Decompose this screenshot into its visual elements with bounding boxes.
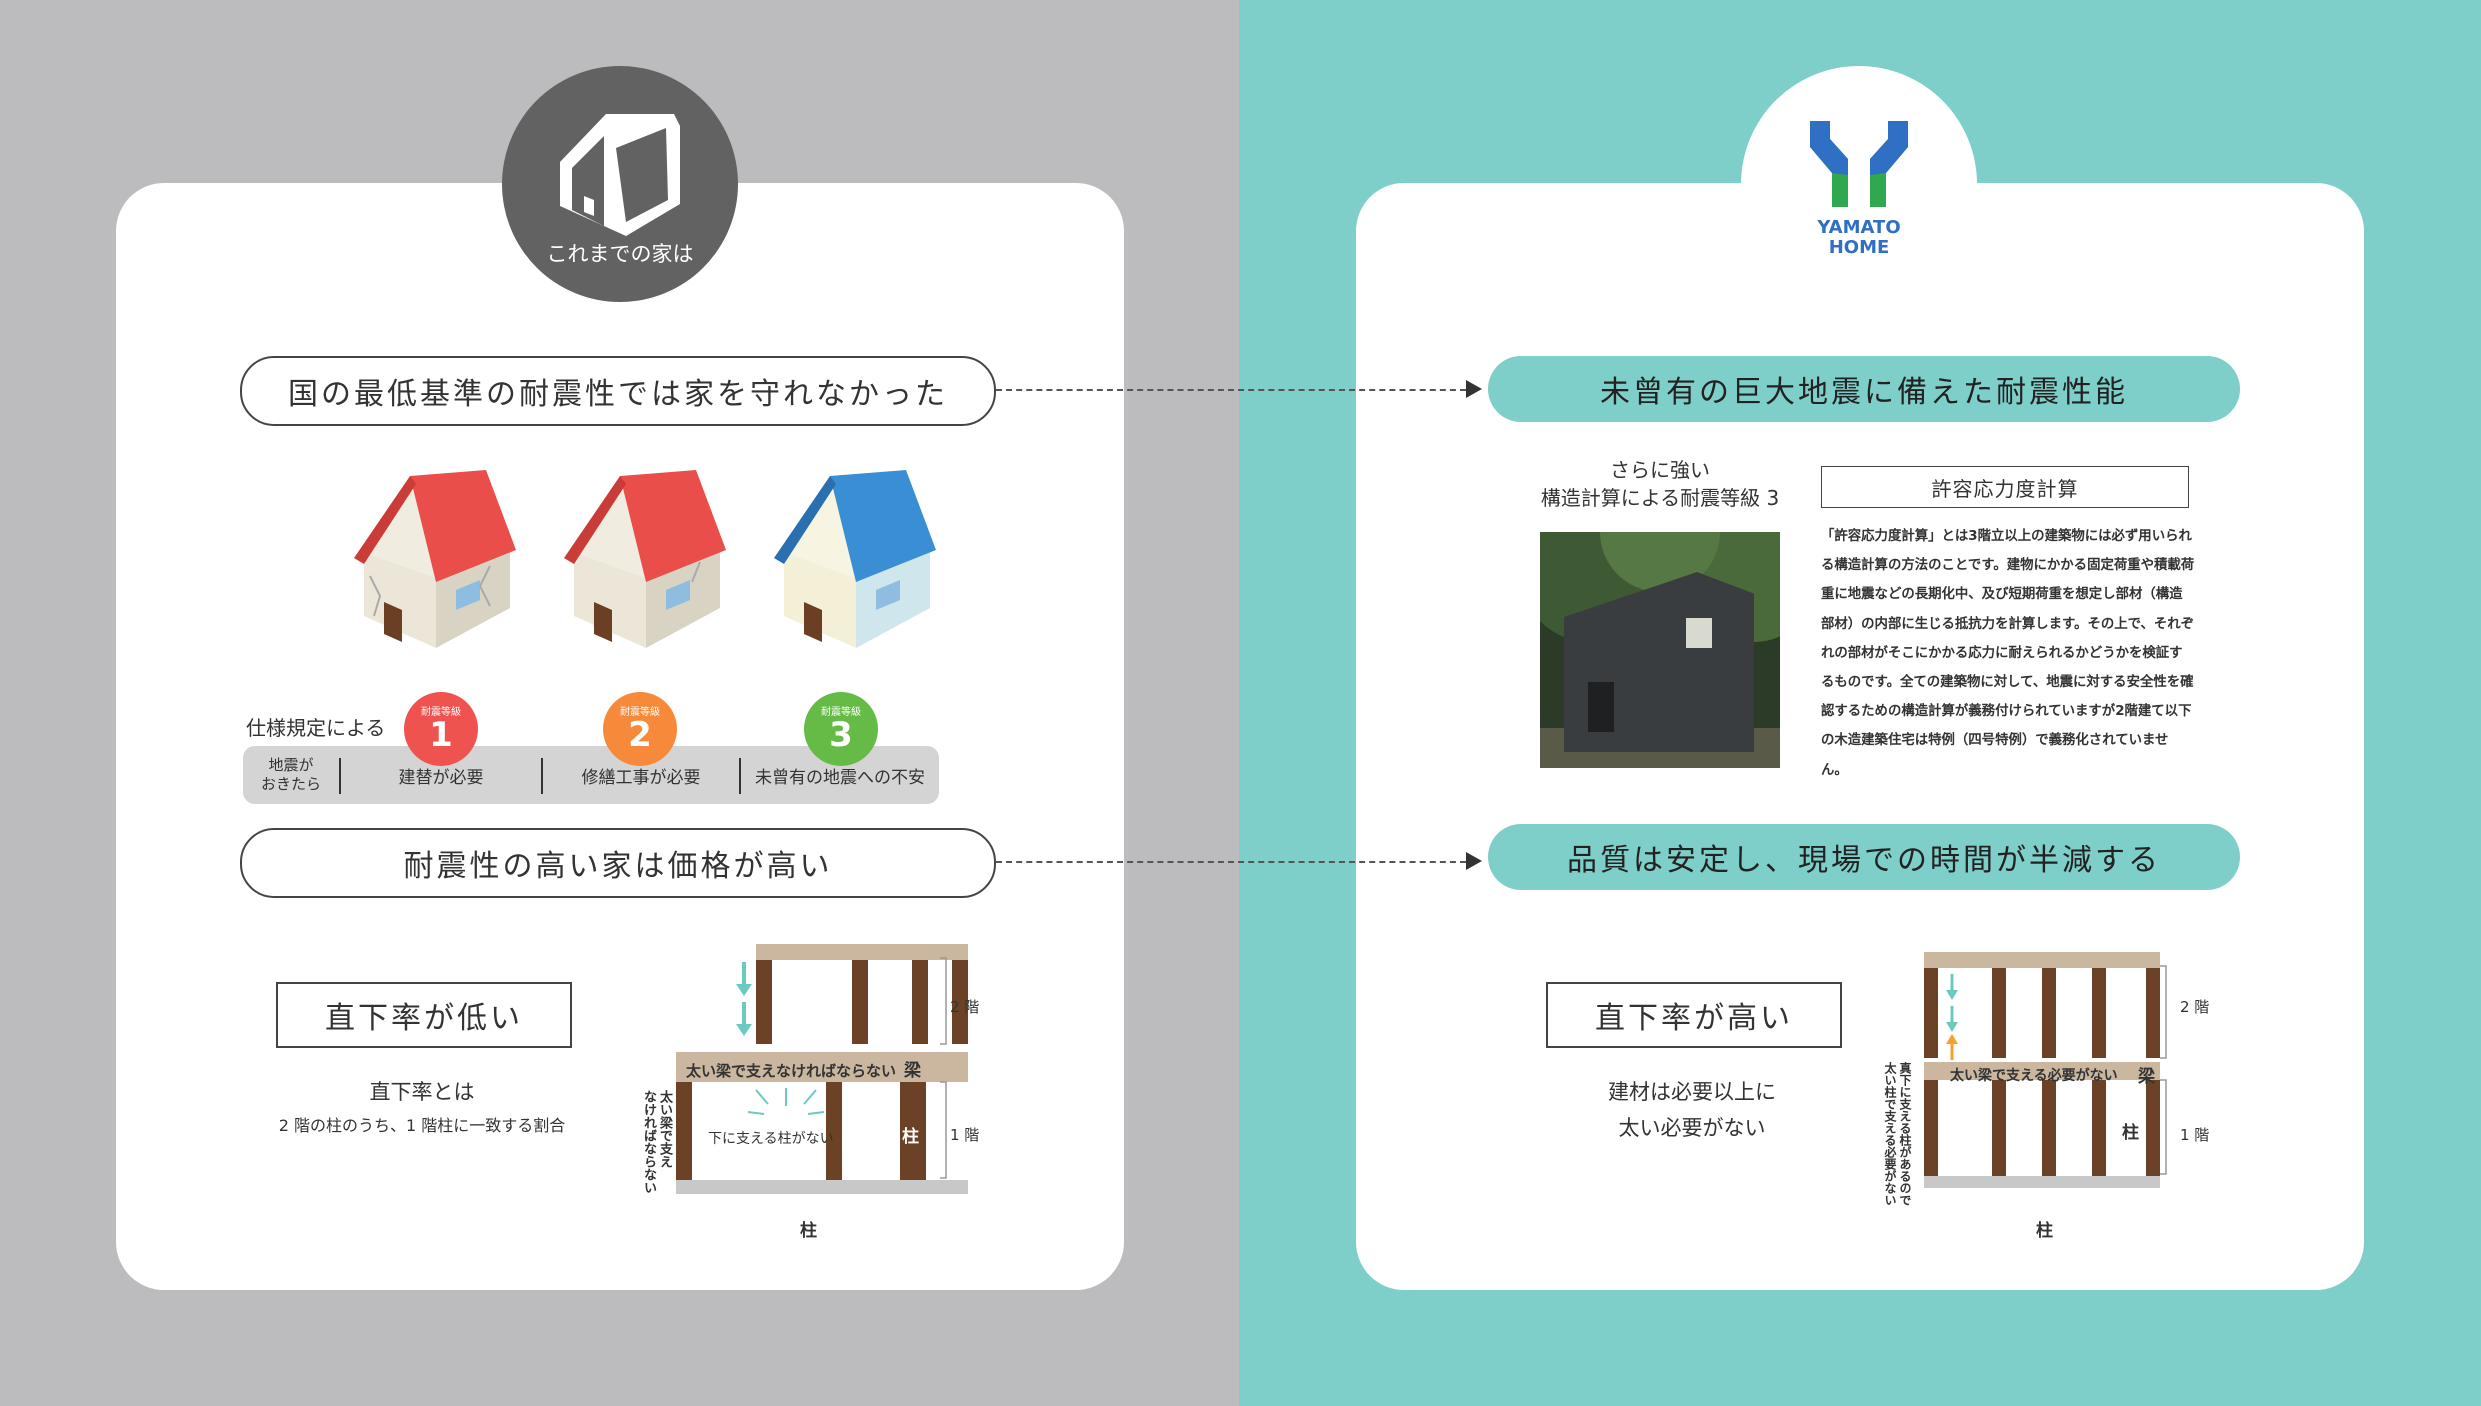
bar-cell-1: 建替が必要 [398,767,484,788]
right-floor2-label: 2 階 [2180,998,2210,1016]
calc-title: 許容応力度計算 [1821,466,2189,508]
dashed-arrow-line-2 [996,861,1466,863]
sturdy-house-icon [774,470,936,648]
right-beam-text: 太い梁で支える必要がない [1950,1068,2118,1084]
bar-divider [739,758,741,794]
spec-label: 仕様規定による [246,716,386,740]
grade-2-number: 2 [628,715,652,755]
right-heading-1: 未曾有の巨大地震に備えた耐震性能 [1488,356,2240,422]
left-heading-1: 国の最低基準の耐震性では家を守れなかった [240,356,996,426]
left-side-note: 太い梁で支え なければならない [641,1090,672,1194]
grade-1-badge: 耐震等級 1 [404,692,478,766]
high-ratio-label: 直下率が高い [1546,982,1842,1048]
right-column-tag: 柱 [2122,1123,2139,1143]
house-outline-icon [560,114,680,236]
arrowhead-1-icon [1466,380,1482,398]
high-ratio-note: 建材は必要以上に 太い必要がない [1608,1080,1776,1140]
left-floor1-label: 1 階 [950,1126,980,1144]
grade-2-badge: 耐震等級 2 [603,692,677,766]
ratio-definition-text: 2 階の柱のうち、1 階柱に一致する割合 [278,1116,566,1135]
high-ratio-frame-diagram [1924,952,2167,1188]
logo-text-line1: YAMATO [1816,217,1900,238]
grade-3-label: 耐震等級 [821,707,861,718]
grade-1-number: 1 [429,715,453,755]
left-bottom-label: 柱 [800,1221,817,1241]
right-floor1-label: 1 階 [2180,1126,2210,1144]
bar-cell-2: 修繕工事が必要 [581,767,701,788]
grade-3-number: 3 [829,715,853,755]
damaged-house-1-icon [354,470,516,648]
badge-label: これまでの家は [546,242,694,266]
logo-badge [1741,66,1977,302]
grade-1-label: 耐震等級 [421,707,461,718]
low-ratio-label: 直下率が低い [276,982,572,1048]
bar-head: 地震が おきたら [260,756,321,793]
left-beam-tag: 梁 [904,1061,921,1081]
yamato-home-logo: YAMATO HOME [1810,121,1908,255]
grade-3-badge: 耐震等級 3 [804,692,878,766]
dashed-arrow-line-1 [996,389,1466,391]
ratio-definition-title: 直下率とは [369,1080,475,1104]
bar-divider [339,758,341,794]
left-column-tag: 柱 [902,1127,919,1147]
house-photo [1540,532,1780,768]
right-heading-2: 品質は安定し、現場での時間が半減する [1488,824,2240,890]
photo-caption: さらに強い 構造計算による耐震等級 3 [1540,458,1780,510]
bar-cell-3: 未曾有の地震への不安 [755,767,925,788]
left-floor2-label: 2 階 [950,998,980,1016]
right-side-note: 真下に支える柱があるので 太い柱で支える必要がない [1883,1062,1912,1206]
calc-description: 「許容応力度計算」とは3階立以上の建築物には必ず用いられる構造計算の方法のことで… [1821,529,2195,778]
low-ratio-frame-diagram [676,944,968,1194]
no-support-text: 下に支える柱がない [708,1131,834,1147]
logo-text-line2: HOME [1829,237,1890,255]
right-bottom-label: 柱 [2036,1221,2053,1241]
bar-divider [541,758,543,794]
left-beam-text: 太い梁で支えなければならない [686,1062,897,1080]
left-heading-2: 耐震性の高い家は価格が高い [240,828,996,898]
right-beam-tag: 梁 [2138,1067,2155,1087]
arrowhead-2-icon [1466,852,1482,870]
damaged-house-2-icon [564,470,726,648]
grade-2-label: 耐震等級 [620,707,660,718]
traditional-house-badge: これまでの家は [502,66,738,302]
